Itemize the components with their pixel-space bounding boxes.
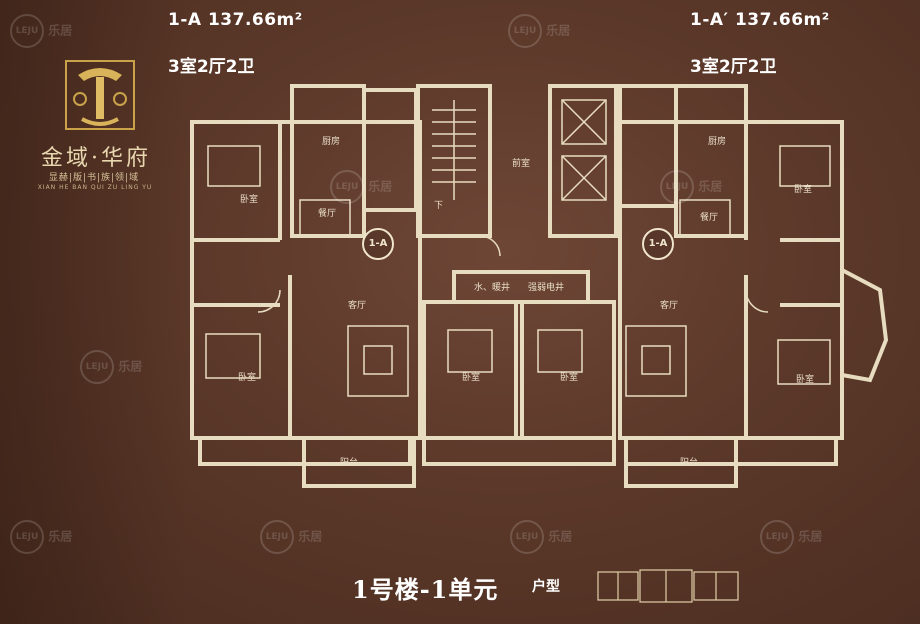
watermark-text: 乐居	[298, 529, 323, 544]
left-unit-title: 1-A 137.66m²	[168, 10, 303, 30]
watermark-logo: LEJU	[510, 520, 544, 554]
room-label-lobby: 前室	[512, 159, 531, 169]
watermark-text: 乐居	[48, 23, 73, 38]
unit-badge-right: 1-A	[642, 228, 674, 260]
brand-pinyin: XIAN HE BAN QUI ZU LING YU	[37, 184, 153, 191]
room-label-bedroom-1: 卧室	[240, 195, 259, 205]
room-label-balcony-right: 阳台	[680, 458, 699, 468]
watermark-text: 乐居	[548, 529, 573, 544]
floor-plan-label: 户型	[532, 579, 560, 595]
room-label-electric: 强弱电井	[528, 283, 565, 293]
unit-badge-left: 1-A	[362, 228, 394, 260]
room-label-dining-left: 餐厅	[318, 209, 337, 219]
left-unit-layout: 3室2厅2卫	[168, 57, 255, 77]
room-label-stairs: 下	[434, 201, 444, 211]
right-unit-layout: 3室2厅2卫	[690, 57, 777, 77]
room-label-balcony-left: 阳台	[340, 458, 359, 468]
watermark: LEJU 乐居	[260, 520, 322, 554]
watermark: LEJU 乐居	[760, 520, 822, 554]
room-label-bedroom-5: 卧室	[794, 185, 813, 195]
watermark: LEJU 乐居	[10, 520, 72, 554]
watermark-text: 乐居	[698, 179, 723, 194]
watermark: LEJU 乐居	[10, 14, 72, 48]
brand-subtitle: 显赫|版|书|族|领|域	[48, 173, 140, 183]
room-label-bedroom-4: 卧室	[560, 373, 579, 383]
watermark-logo: LEJU	[660, 170, 694, 204]
watermark: LEJU 乐居	[80, 350, 142, 384]
watermark-text: 乐居	[798, 529, 823, 544]
room-label-dining-right: 餐厅	[700, 213, 719, 223]
watermark: LEJU 乐居	[660, 170, 722, 204]
building-unit-title: 1号楼-1单元	[352, 575, 499, 604]
room-label-living-left: 客厅	[348, 301, 367, 311]
room-label-bedroom-2: 卧室	[238, 373, 257, 383]
watermark-logo: LEJU	[330, 170, 364, 204]
room-label-kitchen-left: 厨房	[322, 137, 341, 147]
watermark-logo: LEJU	[80, 350, 114, 384]
watermark-logo: LEJU	[508, 14, 542, 48]
watermark-text: 乐居	[48, 529, 73, 544]
watermark-logo: LEJU	[10, 14, 44, 48]
room-label-water: 水、暖井	[474, 283, 511, 293]
room-label-living-right: 客厅	[660, 301, 679, 311]
watermark: LEJU 乐居	[510, 520, 572, 554]
watermark-text: 乐居	[368, 179, 393, 194]
key-plan-thumbnail	[597, 569, 739, 603]
watermark-logo: LEJU	[760, 520, 794, 554]
right-unit-title: 1-A′ 137.66m²	[690, 10, 830, 30]
watermark: LEJU 乐居	[330, 170, 392, 204]
watermark-text: 乐居	[118, 359, 143, 374]
room-label-bedroom-3: 卧室	[462, 373, 481, 383]
watermark-logo: LEJU	[10, 520, 44, 554]
room-label-kitchen-right: 厨房	[708, 137, 727, 147]
floor-plan	[190, 84, 889, 488]
brand-name: 金域·华府	[41, 146, 151, 171]
watermark: LEJU 乐居	[508, 14, 570, 48]
brand-logo	[60, 55, 140, 135]
room-label-bedroom-6: 卧室	[796, 375, 815, 385]
watermark-text: 乐居	[546, 23, 571, 38]
watermark-logo: LEJU	[260, 520, 294, 554]
